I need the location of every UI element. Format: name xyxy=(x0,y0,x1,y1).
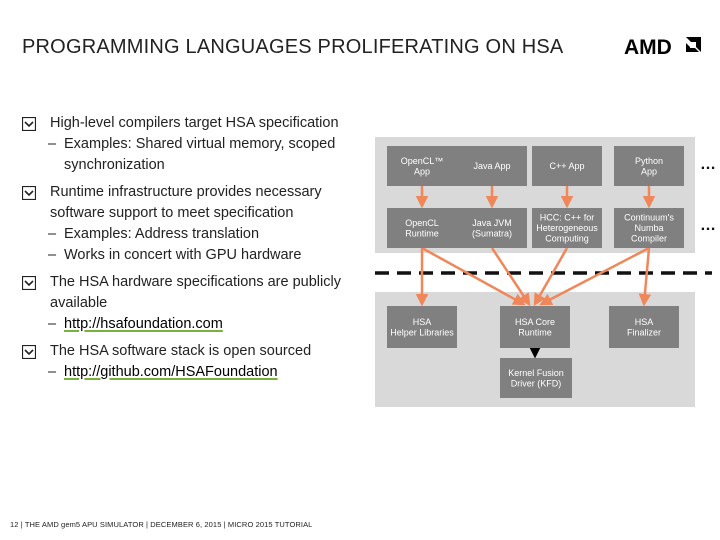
compiler-to-core-arrow xyxy=(539,246,650,306)
checkbox-arrow-icon xyxy=(22,345,36,360)
hsafoundation-link[interactable]: http://hsafoundation.com xyxy=(64,316,223,333)
box-label: Heterogeneous xyxy=(536,223,598,233)
box-label: HSA xyxy=(413,317,432,327)
bullet-list: High-level compilers target HSA specific… xyxy=(22,113,367,383)
bullet-text: The HSA hardware specifications are publ… xyxy=(50,274,341,312)
github-link[interactable]: http://github.com/HSAFoundation xyxy=(64,364,278,381)
box-label: Numba xyxy=(634,223,663,233)
compiler-box: Java JVM(Sumatra) xyxy=(457,208,527,248)
checkbox-arrow-icon xyxy=(22,276,36,291)
slide-title: PROGRAMMING LANGUAGES PROLIFERATING ON H… xyxy=(22,36,564,58)
box-label: Helper Libraries xyxy=(390,327,454,337)
bullet-item: Runtime infrastructure provides necessar… xyxy=(22,182,367,224)
box-label: Kernel Fusion xyxy=(508,368,564,378)
box-label: App xyxy=(641,166,657,176)
box-label: Computing xyxy=(545,234,589,244)
more-indicator-row1: … xyxy=(700,156,716,173)
box-label: (Sumatra) xyxy=(472,228,512,238)
sub-bullet: –http://hsafoundation.com xyxy=(48,316,223,333)
box-label: HSA xyxy=(635,317,654,327)
sub-bullet: –http://github.com/HSAFoundation xyxy=(48,364,278,381)
box-label: Finalizer xyxy=(627,327,661,337)
app-box: Java App xyxy=(457,146,527,186)
app-box: C++ App xyxy=(532,146,602,186)
numba-to-finalizer-arrow xyxy=(638,247,652,307)
box-label: Java JVM xyxy=(472,218,512,228)
box-label: C++ App xyxy=(549,161,584,171)
footer: 12 | THE AMD gem5 APU SIMULATOR | DECEMB… xyxy=(10,520,313,529)
box-label: Compiler xyxy=(631,234,667,244)
arrow-group xyxy=(415,186,656,359)
box-label: Runtime xyxy=(518,327,552,337)
checkbox-arrow-icon xyxy=(22,186,36,201)
bullet-text: High-level compilers target HSA specific… xyxy=(50,115,339,131)
box-label: Java App xyxy=(473,161,510,171)
box-label: HSA Core xyxy=(515,317,555,327)
svg-text:AMD: AMD xyxy=(624,36,672,58)
box-label: Continuum's xyxy=(624,213,674,223)
compiler-to-core-arrow xyxy=(421,246,526,306)
amd-logo: AMD xyxy=(624,36,701,58)
box-label: Runtime xyxy=(405,228,439,238)
bullet-text: The HSA software stack is open sourced xyxy=(50,343,312,360)
sub-bullet: –Works in concert with GPU hardware xyxy=(48,247,302,264)
box-label: Python xyxy=(635,156,663,166)
box-label: Driver (KFD) xyxy=(511,378,562,388)
bullet-item: The HSA software stack is open sourced xyxy=(22,341,367,362)
checkbox-arrow-icon xyxy=(22,117,36,131)
bullet-item: The HSA hardware specifications are publ… xyxy=(22,272,367,314)
more-indicator-row2: … xyxy=(700,217,716,234)
sub-bullet: –Examples: Shared virtual memory, scoped… xyxy=(48,136,336,174)
bullet-item: High-level compilers target HSA specific… xyxy=(22,113,367,134)
box-label: OpenCL™ xyxy=(401,156,444,166)
bullet-text: Runtime infrastructure provides necessar… xyxy=(50,184,322,222)
compiler-to-core-arrow xyxy=(490,247,531,307)
box-label: HCC: C++ for xyxy=(540,213,595,223)
box-label: OpenCL xyxy=(405,218,439,228)
box-label: App xyxy=(414,166,430,176)
sub-bullet: –Examples: Address translation xyxy=(48,226,260,243)
